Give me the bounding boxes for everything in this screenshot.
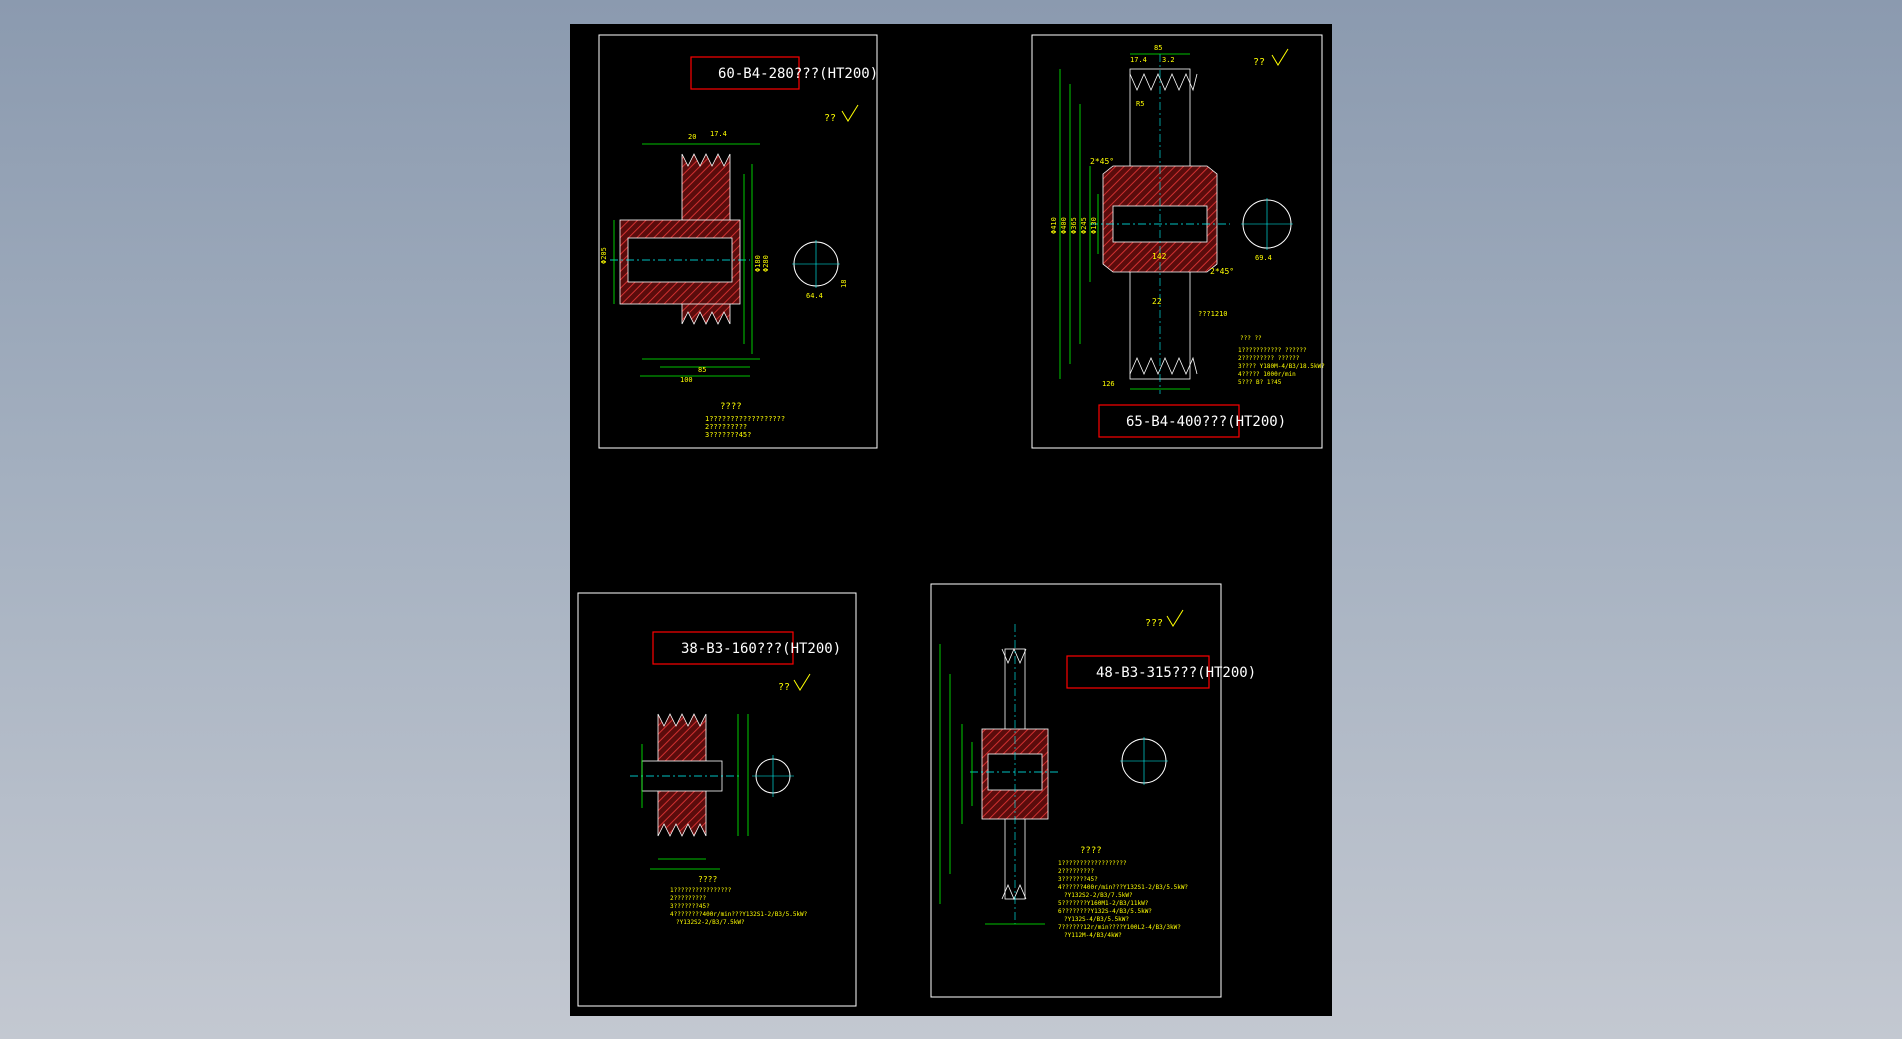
dim-label: R5 (1136, 100, 1144, 108)
dim-label: Φ205 (600, 247, 608, 264)
note-line: 2????????? (670, 895, 707, 902)
dim-label: Φ180 (754, 255, 762, 272)
dim-label: 20 (688, 133, 696, 141)
note-line: 7??????12r/min????Y100L2-4/B3/3kW? (1058, 924, 1181, 931)
note-line: 2????????? (705, 423, 747, 431)
dim-label: Φ410 (1050, 217, 1058, 234)
drawing-canvas[interactable]: 60-B4-280???(HT200) ?? 85 (570, 24, 1332, 1016)
note-line: 4??????400r/min???Y132S1-2/B3/5.5kW? (1058, 884, 1188, 891)
dim-label: Φ130 (1090, 217, 1098, 234)
sheet-2: 65-B4-400???(HT200) ?? (1031, 34, 1325, 449)
note-line: ?Y132S2-2/B3/7.5kW? (676, 919, 745, 926)
dim-label: 17.4 (710, 130, 727, 138)
dim-label: 22 (1152, 297, 1162, 306)
note-line: 1?????????????????? (1058, 860, 1127, 867)
dim-label: Φ245 (1080, 217, 1088, 234)
sheet-2-title: 65-B4-400???(HT200) (1126, 414, 1286, 430)
dim-label: 142 (1152, 252, 1167, 261)
sheet-3-frame (577, 592, 857, 1007)
sheet-4: 48-B3-315???(HT200) ??? (930, 583, 1256, 998)
dim-label: 18 (840, 280, 848, 288)
dim-label: 64.4 (806, 292, 823, 300)
note-line: 3???????45? (1058, 876, 1098, 883)
dim-label: Φ400 (1060, 217, 1068, 234)
roughness-icon (841, 104, 859, 122)
sheet-1-title: 60-B4-280???(HT200) (718, 66, 878, 82)
dim-label: Φ280 (762, 255, 770, 272)
dim-label: 2*45° (1090, 157, 1114, 166)
note-line: 2????????? (1058, 868, 1095, 875)
sheet-4-pulley-section (939, 624, 1060, 925)
sheet-3-title: 38-B3-160???(HT200) (681, 641, 841, 657)
dim-label: 85 (698, 366, 706, 374)
note-line: 5???????Y160M1-2/B3/11kW? (1058, 900, 1149, 907)
tech-line: 2????????? ?????? (1238, 355, 1300, 362)
sheet-2-roughness-label: ?? (1253, 57, 1265, 68)
dim-label: 85 (1154, 44, 1162, 52)
sheet-3: 38-B3-160???(HT200) ?? ???? 1??? (577, 592, 857, 1007)
roughness-icon (1166, 609, 1184, 627)
dim-label: 126 (1102, 380, 1115, 388)
dim-label: 17.4 (1130, 56, 1147, 64)
sheet-4-frame (930, 583, 1222, 998)
note-line: 6????????Y132S-4/B3/5.5kW? (1058, 908, 1152, 915)
dim-label: 2*45° (1210, 267, 1234, 276)
tech-line: 3???? Y180M-4/B3/18.5kW? (1238, 363, 1325, 370)
tech-line: ??? ?? (1240, 335, 1262, 342)
sheet-3-pulley-section (630, 713, 749, 870)
sheet-2-pulley-section: 85 17.4 3.2 2*45° 2*45° Φ410 Φ400 Φ365 Φ… (1050, 44, 1234, 394)
sheet-1-pulley-section: 85 100 20 17.4 Φ205 Φ180 Φ280 (600, 130, 770, 384)
sheet-1-notes-heading: ???? (720, 402, 742, 412)
roughness-icon (1271, 48, 1289, 66)
note-line: 3???????45? (705, 431, 751, 439)
note-line: ?Y112M-4/B3/4kW? (1064, 932, 1122, 939)
dim-label: Φ365 (1070, 217, 1078, 234)
sheet-4-roughness-label: ??? (1145, 618, 1163, 629)
sheet-1-roughness-label: ?? (824, 113, 836, 124)
roughness-icon (793, 673, 811, 691)
sheet-4-title: 48-B3-315???(HT200) (1096, 665, 1256, 681)
sheet-2-title-box (1098, 404, 1240, 438)
note-line: ?Y132S2-2/B3/7.5kW? (1064, 892, 1133, 899)
dim-label: ???1210 (1198, 310, 1228, 318)
note-line: 1?????????????????? (705, 415, 785, 423)
sheet-2-frame (1031, 34, 1323, 449)
sheet-4-title-box (1066, 655, 1210, 689)
sheet-4-notes-heading: ???? (1080, 846, 1102, 856)
tech-line: 1??????????? ?????? (1238, 347, 1307, 354)
tech-line: 5??? B? 1?45 (1238, 379, 1282, 386)
sheet-1-title-box (690, 56, 800, 90)
sheet-1-frame (598, 34, 878, 449)
sheet-1: 60-B4-280???(HT200) ?? 85 (598, 34, 878, 449)
note-line: 4????????400r/min???Y132S1-2/B3/5.5kW? (670, 911, 808, 918)
note-line: 1???????????????? (670, 887, 732, 894)
sheet-3-title-box (652, 631, 794, 665)
note-line: 3???????45? (670, 903, 710, 910)
dim-label: 3.2 (1162, 56, 1175, 64)
sheet-3-roughness-label: ?? (778, 682, 790, 693)
dim-label: 100 (680, 376, 693, 384)
dim-label: 69.4 (1255, 254, 1272, 262)
note-line: ?Y132S-4/B3/5.5kW? (1064, 916, 1129, 923)
tech-line: 4????? 1000r/min (1238, 371, 1296, 378)
sheet-3-notes-heading: ???? (698, 875, 717, 884)
